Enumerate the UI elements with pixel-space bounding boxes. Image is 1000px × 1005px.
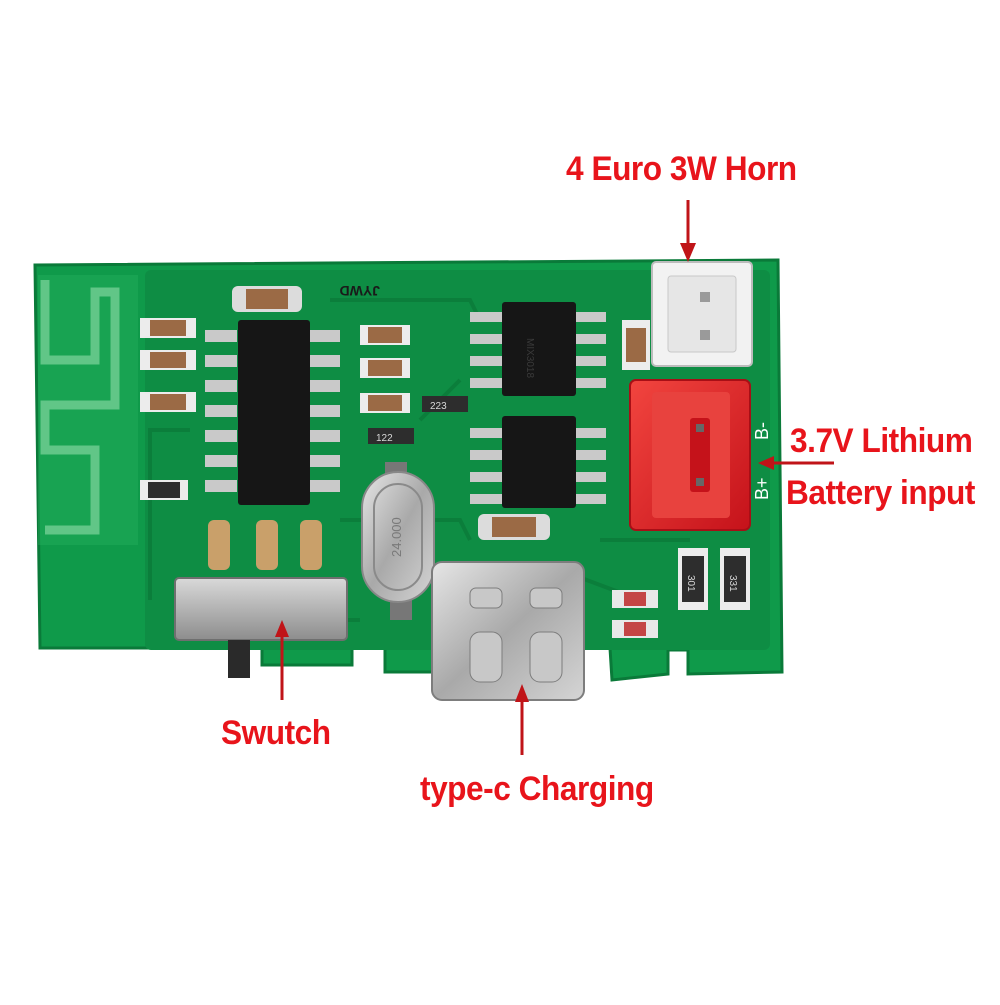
- battery-minus-marking: B-: [752, 422, 772, 440]
- resistor-label-122: 122: [376, 433, 393, 444]
- resistor-label-301: 301: [685, 575, 696, 592]
- battery-callout-label-line1: 3.7V Lithium: [790, 422, 973, 460]
- arrow-left-icon: [758, 456, 834, 470]
- speaker-callout-label: 4 Euro 3W Horn: [566, 150, 797, 188]
- resistor-label-223: 223: [430, 401, 447, 412]
- crystal-oscillator: [361, 462, 435, 620]
- amplifier-chip-bottom: [470, 416, 606, 508]
- arrow-up-icon: [275, 620, 289, 700]
- resistors-right: [678, 548, 750, 610]
- capacitor-usb: [478, 514, 550, 540]
- battery-plus-marking: B+: [752, 477, 772, 500]
- main-chip: [205, 320, 340, 505]
- switch-callout-label: Swutch: [221, 714, 331, 752]
- arrow-down-icon: [680, 200, 696, 262]
- left-smd-components: [140, 318, 196, 500]
- crystal-label: 24.000: [389, 517, 404, 557]
- antenna-area: [38, 275, 138, 545]
- capacitor-right: [622, 320, 650, 370]
- capacitor-top: [232, 286, 302, 312]
- usb-c-port: [431, 561, 585, 701]
- middle-smd-components: [360, 325, 468, 444]
- battery-connector: [629, 379, 751, 531]
- amplifier-chip-top: [470, 302, 606, 396]
- slide-switch: [174, 520, 348, 678]
- resistor-label-331: 331: [727, 575, 738, 592]
- battery-callout-label-line2: Battery input: [786, 474, 975, 512]
- speaker-connector: [651, 261, 753, 367]
- status-leds: [612, 590, 658, 638]
- amp-chip-label: MIX3018: [524, 338, 535, 378]
- board-logo: JYWD: [340, 283, 380, 299]
- arrow-up-icon: [515, 684, 529, 755]
- usb-callout-label: type-c Charging: [420, 770, 654, 808]
- antenna-trace: [40, 280, 120, 535]
